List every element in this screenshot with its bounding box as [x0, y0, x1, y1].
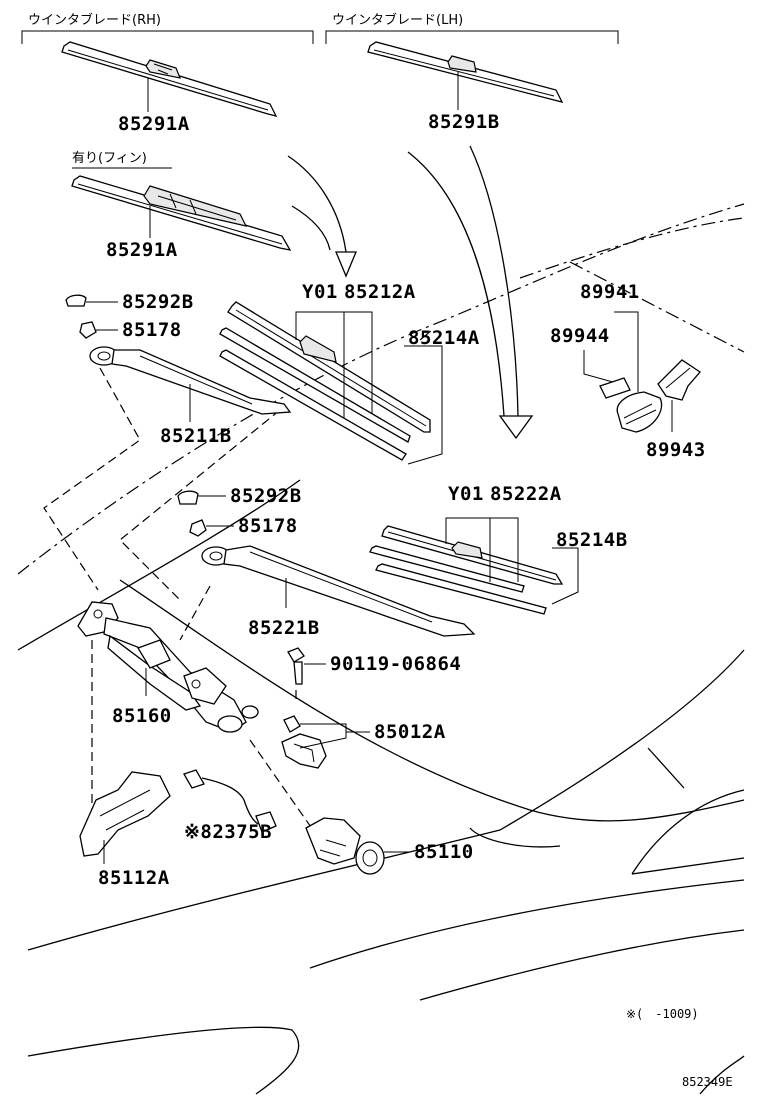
part-85291a-top[interactable]: 85291A	[118, 113, 190, 135]
windshield-side-line	[569, 261, 745, 353]
wire-82375b[interactable]	[183, 769, 277, 833]
footnote-range: ※( -1009)	[626, 1007, 699, 1021]
sensor-pad-89944[interactable]	[599, 377, 631, 399]
part-85160[interactable]: 85160	[112, 705, 172, 727]
leader-89944	[583, 350, 621, 385]
header-bracket-rh: ウインタブレード(RH)	[21, 12, 314, 44]
header-rh-label: ウインタブレード(RH)	[28, 12, 161, 28]
bracket-89941	[614, 311, 639, 392]
fender-line-right	[699, 1055, 745, 1095]
hood-line	[27, 649, 745, 951]
cover-89943[interactable]	[657, 359, 701, 401]
cowl-line-upper	[17, 479, 301, 651]
wiper-rubber-85214b[interactable]	[369, 545, 547, 615]
dash-arm-rh	[43, 367, 141, 591]
part-85291b[interactable]: 85291B	[428, 111, 500, 133]
part-90119-06864[interactable]: 90119-06864	[330, 653, 461, 675]
arrow-lh-to-blade	[407, 145, 534, 440]
part-85112a[interactable]: 85112A	[98, 867, 170, 889]
bracket-y01-85212a	[295, 311, 373, 414]
nut-85178-2[interactable]	[189, 519, 207, 537]
hood-line-2	[309, 879, 745, 969]
bracket-85214a	[404, 345, 443, 465]
bracket-85112a[interactable]	[79, 771, 171, 857]
wiper-blade-85212a[interactable]	[227, 301, 431, 433]
part-85221b[interactable]: 85221B	[248, 617, 320, 639]
fin-variant-label: 有り(フィン)	[72, 151, 147, 166]
dash-motor	[249, 739, 321, 841]
wiper-motor-85110[interactable]	[305, 817, 385, 875]
part-85178-1[interactable]: 85178	[122, 319, 182, 341]
part-y01-1[interactable]: Y01	[302, 281, 338, 303]
grommet-85012a-1[interactable]	[283, 715, 301, 733]
bracket-85214b	[551, 547, 579, 605]
winter-blade-fin[interactable]	[71, 175, 292, 251]
bolt-90119-06864[interactable]	[287, 647, 305, 685]
sensor-89941[interactable]	[616, 391, 663, 433]
diagram-id: 852349E	[682, 1075, 733, 1089]
part-82375b[interactable]: ※82375B	[184, 821, 272, 843]
body-curve-right	[631, 789, 745, 875]
winter-blade-lh[interactable]	[367, 41, 564, 103]
nut-85178-1[interactable]	[79, 321, 97, 339]
windshield-lower-line	[17, 203, 745, 575]
part-85211b[interactable]: 85211B	[160, 425, 232, 447]
arm-cap-85292b-1[interactable]	[65, 294, 87, 307]
winter-blade-rh[interactable]	[61, 41, 278, 117]
arrow-rh-to-blade	[287, 155, 357, 278]
wiper-arm-85221b[interactable]	[201, 545, 476, 637]
part-85214a[interactable]: 85214A	[408, 327, 480, 349]
part-85110[interactable]: 85110	[414, 841, 474, 863]
hood-line-3	[419, 929, 745, 1001]
part-85222a[interactable]: 85222A	[490, 483, 562, 505]
part-85292b-1[interactable]: 85292B	[122, 291, 194, 313]
part-85012a[interactable]: 85012A	[374, 721, 446, 743]
cowl-line-low	[469, 827, 561, 848]
part-89941[interactable]: 89941	[580, 281, 640, 303]
wiper-link-85160[interactable]	[77, 601, 259, 733]
body-line-right-2	[647, 747, 685, 789]
fender-line	[27, 1026, 300, 1095]
header-lh-label: ウインタブレード(LH)	[332, 12, 463, 28]
dash-arm-lh	[179, 585, 211, 641]
part-89944[interactable]: 89944	[550, 325, 610, 347]
cowl-line-mid	[119, 579, 745, 822]
body-line-right	[631, 857, 745, 875]
arm-cap-85292b-2[interactable]	[177, 490, 199, 505]
wiper-rubber-85214a[interactable]	[219, 327, 411, 461]
wiper-arm-85211b[interactable]	[89, 346, 292, 415]
bracket-y01-85222a	[445, 517, 519, 582]
part-85291a-fin[interactable]: 85291A	[106, 239, 178, 261]
bracket-85012a	[299, 723, 347, 749]
windshield-tick	[419, 329, 433, 341]
part-85214b[interactable]: 85214B	[556, 529, 628, 551]
windshield-top-line	[519, 217, 745, 279]
part-y01-2[interactable]: Y01	[448, 483, 484, 505]
part-85178-2[interactable]: 85178	[238, 515, 298, 537]
part-85212a[interactable]: 85212A	[344, 281, 416, 303]
grommet-85012a-2[interactable]	[281, 733, 327, 769]
part-85292b-2[interactable]: 85292B	[230, 485, 302, 507]
wiper-blade-85222a[interactable]	[381, 525, 564, 585]
header-bracket-lh: ウインタブレード(LH)	[325, 12, 619, 44]
part-89943[interactable]: 89943	[646, 439, 706, 461]
